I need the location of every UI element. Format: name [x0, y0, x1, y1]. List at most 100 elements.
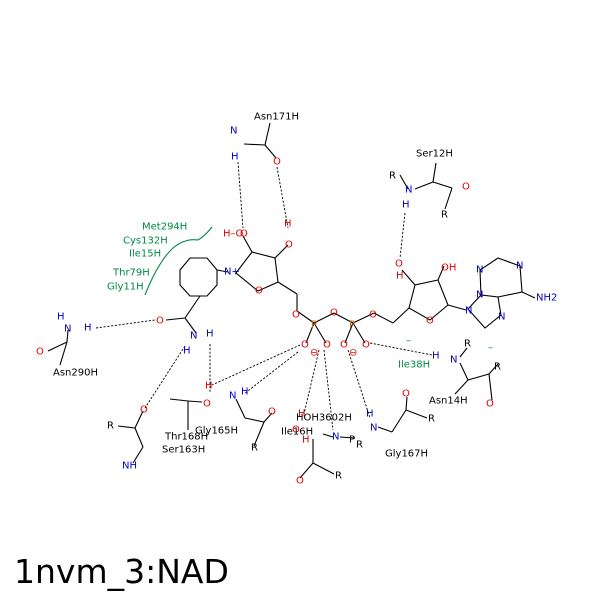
atom-oh: OH — [441, 263, 456, 274]
residue-ile38: Ile38H — [398, 360, 430, 371]
residue-asn14: Asn14H — [429, 396, 468, 407]
atom-o: O — [402, 389, 410, 400]
pyrimidine-ring — [479, 257, 523, 298]
atom-n: N — [64, 324, 71, 335]
atom-o-minus: ⊖ — [310, 348, 318, 359]
atom-o: O — [362, 340, 370, 351]
residue-ser12: Ser12H — [416, 149, 453, 160]
atom-p: P — [349, 435, 355, 446]
atom-p: P — [311, 320, 317, 331]
atom-o: O — [323, 340, 331, 351]
residue-gly165: Gly165H — [195, 426, 238, 437]
charge-minus: – — [488, 343, 493, 354]
atom-h: H — [432, 351, 440, 362]
atom-n: N — [450, 355, 457, 366]
residue-asn171: Asn171H — [254, 112, 299, 123]
atom-nh: NH — [122, 461, 137, 472]
atom-h: H — [302, 435, 310, 446]
atom-o: O — [301, 340, 309, 351]
atom-o: O — [395, 259, 403, 270]
atom-n: N — [476, 290, 483, 301]
imidazole-ring — [467, 294, 502, 329]
atom-o: O — [340, 340, 348, 351]
atom-r: R — [441, 210, 448, 221]
atom-r: R — [356, 440, 363, 451]
residue-gly11: Gly11H — [107, 282, 144, 293]
atom-o: O — [292, 310, 300, 321]
atom-h: H — [402, 200, 410, 211]
atom-o: O — [273, 157, 281, 168]
atom-h: H — [298, 409, 306, 420]
hydrogen-bonds — [95, 161, 433, 431]
residue-ile16: Ile16H — [281, 427, 313, 438]
atom-h: H — [241, 387, 249, 398]
atom-r: R — [464, 339, 471, 350]
atom-o: O — [369, 310, 377, 321]
residue-gly167: Gly167H — [385, 449, 428, 460]
atom-h: H — [57, 312, 65, 323]
atom-o: O — [330, 308, 338, 319]
atom-n: N — [190, 331, 197, 342]
atom-o: O — [240, 229, 248, 240]
atom-ho: H–O — [223, 229, 244, 240]
atom-n-plus: N+ — [224, 267, 240, 278]
atom-o: O — [255, 286, 263, 297]
hydrophobic-arc-main — [144, 239, 199, 296]
atom-h: H — [231, 152, 239, 163]
atom-h: H — [183, 346, 191, 357]
residue-thr168: Thr168H — [164, 432, 208, 443]
residue-ile15: Ile15H — [129, 249, 161, 260]
page-title: 1nvm_3:NAD — [14, 552, 229, 591]
atom-r: R — [335, 471, 342, 482]
atom-n: N — [332, 432, 339, 443]
residue-asn290: Asn290H — [53, 368, 98, 379]
atom-h: H — [366, 409, 374, 420]
residue-labels: Asn171H Ser12H Met294H Cys132H Ile15H Th… — [53, 112, 468, 460]
atom-o: O — [156, 316, 164, 327]
atom-r: R — [428, 414, 435, 425]
atom-h: H — [84, 323, 92, 334]
pyridinium-ring — [179, 257, 218, 297]
atom-r: R — [107, 421, 114, 432]
atom-o: O — [203, 399, 211, 410]
ribose-ring-1 — [235, 251, 279, 292]
atom-n: N — [465, 306, 472, 317]
hydrophobic-contacts — [144, 226, 213, 296]
atom-o: O — [296, 476, 304, 487]
atom-h: H — [396, 271, 404, 282]
residue-met294: Met294H — [142, 222, 187, 233]
atom-n: N — [230, 126, 237, 137]
charge-minus: – — [406, 336, 411, 347]
residue-hoh3602: HOH3602H — [296, 413, 352, 424]
atom-o: O — [140, 405, 148, 416]
atom-h: H — [205, 381, 213, 392]
atom-o: O — [292, 425, 300, 436]
residue-cys132: Cys132H — [123, 236, 168, 247]
atom-r: R — [251, 443, 258, 454]
residue-thr79: Thr79H — [112, 268, 150, 279]
atom-n: N — [405, 185, 412, 196]
ribose-ring-2 — [408, 279, 449, 321]
atom-labels: N H O H–O O H O O N+ O N H H H N H O O O… — [36, 126, 557, 487]
ligand-bonds — [47, 122, 536, 479]
atom-n: N — [498, 312, 505, 323]
atom-o: O — [36, 347, 44, 358]
atom-nh2: NH2 — [536, 293, 557, 304]
atom-o: O — [486, 399, 494, 410]
atom-o: O — [426, 316, 434, 327]
residue-ser163: Ser163H — [162, 445, 205, 456]
atom-o: O — [268, 407, 276, 418]
atom-o: O — [462, 182, 470, 193]
atom-r: R — [389, 171, 396, 182]
atom-o-minus: ⊖ — [349, 348, 357, 359]
atom-r: R — [494, 362, 501, 373]
atom-n: N — [516, 261, 523, 272]
atom-n: N — [229, 391, 236, 402]
hydrophobic-arc-met294 — [197, 226, 213, 241]
atom-n: N — [370, 423, 377, 434]
atom-n: N — [476, 265, 483, 276]
atom-o: O — [285, 240, 293, 251]
atom-h: H — [284, 219, 292, 230]
atom-h: H — [206, 329, 214, 340]
